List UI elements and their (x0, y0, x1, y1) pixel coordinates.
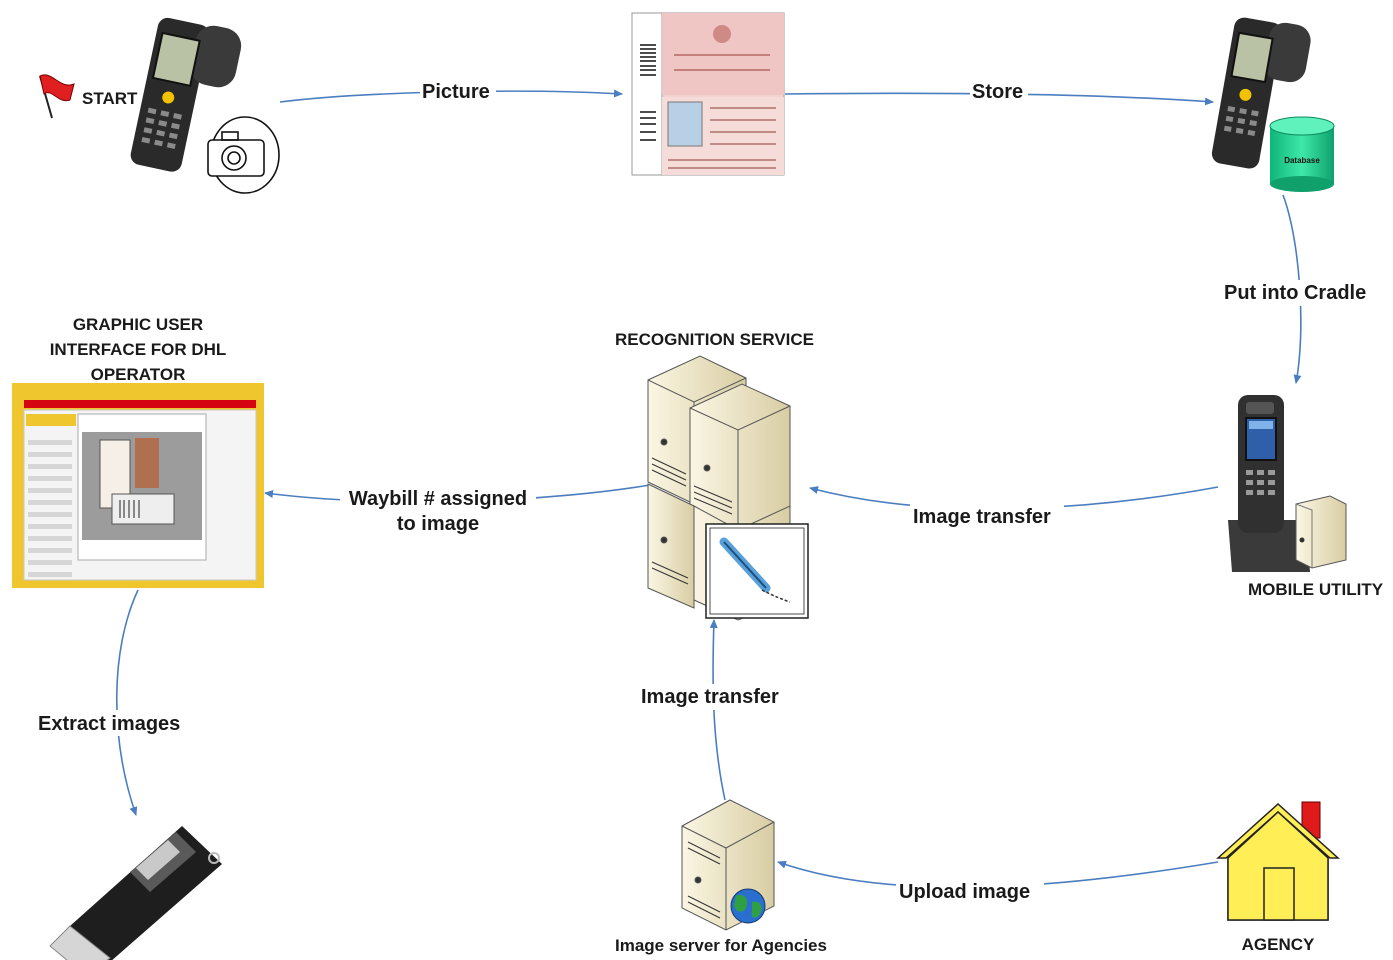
mobile-scanner-icon (1211, 17, 1311, 169)
edge-label-store: Store (972, 81, 1023, 103)
database-icon: Database (1269, 116, 1335, 192)
signature-pen-icon (705, 523, 809, 619)
usb-drive-icon (49, 826, 222, 960)
gui-title-line3: OPERATOR (91, 365, 186, 384)
recognition-service-label: RECOGNITION SERVICE (615, 330, 814, 349)
edge-label-picture: Picture (422, 81, 490, 103)
mobile-scanner-icon (130, 17, 242, 172)
camera-icon (207, 116, 280, 194)
agency-label: AGENCY (1242, 935, 1315, 954)
edge-label-extract-images: Extract images (38, 713, 180, 735)
cradle-server-icon (1295, 495, 1347, 569)
passport-document-icon (631, 12, 785, 176)
edge-label-image-transfer-mobile: Image transfer (913, 506, 1051, 528)
house-icon (1216, 801, 1340, 921)
mobile-utility-label: MOBILE UTILITY (1248, 580, 1384, 599)
edge-label-put-into-cradle: Put into Cradle (1224, 282, 1366, 304)
flag-icon (39, 74, 75, 119)
globe-icon (730, 888, 766, 924)
edge-extract-line (115, 589, 139, 816)
dhl-gui-screenshot-icon (12, 383, 264, 588)
image-server-label: Image server for Agencies (615, 936, 827, 955)
start-label: START (82, 89, 138, 108)
mobile-scanner-with-database: Database (1211, 17, 1335, 192)
edge-labels: Picture Store Put into Cradle Image tran… (36, 78, 1378, 906)
edge-label-image-transfer-server: Image transfer (641, 686, 779, 708)
database-label: Database (1284, 156, 1320, 165)
gui-title-line2: INTERFACE FOR DHL (50, 340, 227, 359)
edge-label-upload-image: Upload image (899, 881, 1030, 903)
gui-title-line1: GRAPHIC USER (73, 315, 203, 334)
edge-label-waybill-line1: Waybill # assigned (349, 488, 527, 510)
scanner-cradle-icon (1228, 395, 1347, 572)
edge-label-waybill-line2: to image (397, 513, 479, 535)
